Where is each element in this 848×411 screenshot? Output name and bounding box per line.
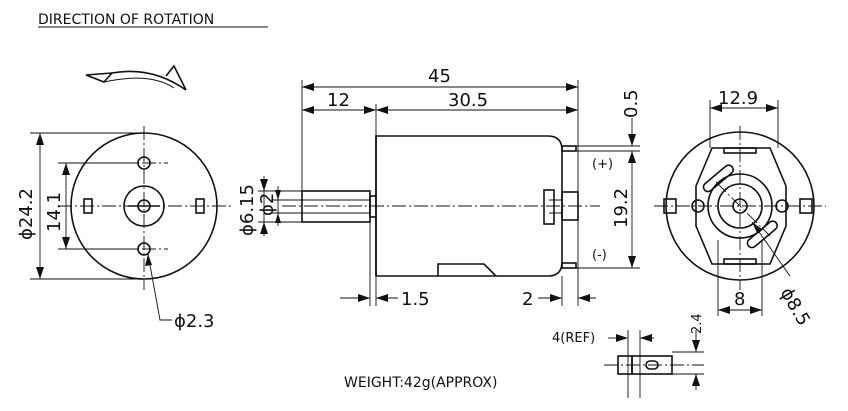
side-view: 45 12 30.5 1.5 2 ϕ6.15 ϕ2 (237, 66, 642, 310)
terminal-positive-label: (+) (592, 157, 613, 172)
shaft-diameter-outer-label: ϕ6.15 (237, 184, 258, 236)
front-view: ϕ24.2 14.1 ϕ2.3 (16, 126, 232, 332)
rear-width-label: 12.9 (718, 88, 758, 109)
weight-note: WEIGHT:42g(APPROX) (344, 375, 497, 391)
rear-view: 12.9 8 ϕ8.5 (654, 88, 826, 330)
rotation-arrow-icon (85, 64, 187, 91)
terminal-spacing-label: 19.2 (611, 188, 632, 228)
terminal-detail: 4(REF) 2.4 (552, 313, 705, 398)
rear-offset-label: 2 (522, 289, 533, 310)
rear-boss-diameter-label: ϕ8.5 (776, 284, 814, 330)
rear-boss-width-label: 8 (734, 289, 745, 310)
terminal-offset-label: 0.5 (621, 89, 642, 118)
shaft-length-label: 12 (327, 90, 350, 111)
terminal-thickness-label: 2.4 (690, 313, 705, 334)
terminal-ref-label: 4(REF) (552, 331, 595, 346)
flange-thickness-label: 1.5 (401, 289, 430, 310)
front-hole-diameter-label: ϕ2.3 (174, 311, 215, 332)
drawing-title: DIRECTION OF ROTATION (38, 12, 214, 28)
front-hole-spacing-label: 14.1 (44, 192, 65, 232)
shaft-diameter-inner-label: ϕ2 (257, 193, 278, 216)
front-outer-diameter-label: ϕ24.2 (16, 188, 37, 240)
body-length-label: 30.5 (448, 90, 488, 111)
terminal-negative-label: (-) (592, 248, 607, 263)
overall-length-label: 45 (428, 66, 451, 87)
